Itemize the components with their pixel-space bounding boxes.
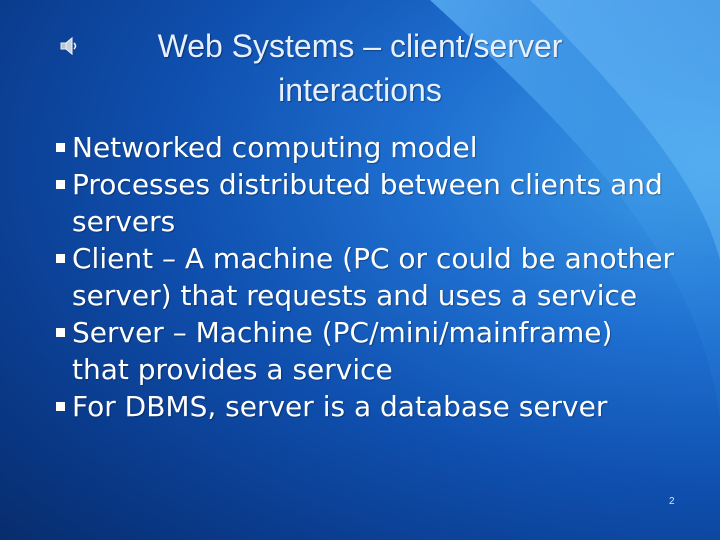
- page-number: 2: [669, 496, 675, 507]
- speaker-icon[interactable]: [58, 34, 82, 58]
- bullet-text: Client – A machine (PC or could be anoth…: [72, 242, 675, 312]
- bullet-item: Client – A machine (PC or could be anoth…: [56, 240, 678, 314]
- bullet-text: Networked computing model: [72, 131, 478, 164]
- bullet-item: Networked computing model: [56, 129, 678, 166]
- bullet-marker-icon: [56, 254, 65, 263]
- bullet-marker-icon: [56, 143, 65, 152]
- title-line-1: Web Systems – client/server: [157, 28, 563, 64]
- bullet-item: Processes distributed between clients an…: [56, 166, 678, 240]
- bullet-list: Networked computing model Processes dist…: [56, 129, 678, 425]
- title-line-2: interactions: [278, 72, 442, 108]
- bullet-text: Server – Machine (PC/mini/mainframe) tha…: [72, 316, 613, 386]
- slide-title: Web Systems – client/server interactions: [70, 24, 650, 112]
- bullet-text: Processes distributed between clients an…: [72, 168, 663, 238]
- bullet-item: Server – Machine (PC/mini/mainframe) tha…: [56, 314, 678, 388]
- bullet-marker-icon: [56, 180, 65, 189]
- bullet-item: For DBMS, server is a database server: [56, 388, 678, 425]
- bullet-marker-icon: [56, 402, 65, 411]
- bullet-marker-icon: [56, 328, 65, 337]
- bullet-text: For DBMS, server is a database server: [72, 390, 608, 423]
